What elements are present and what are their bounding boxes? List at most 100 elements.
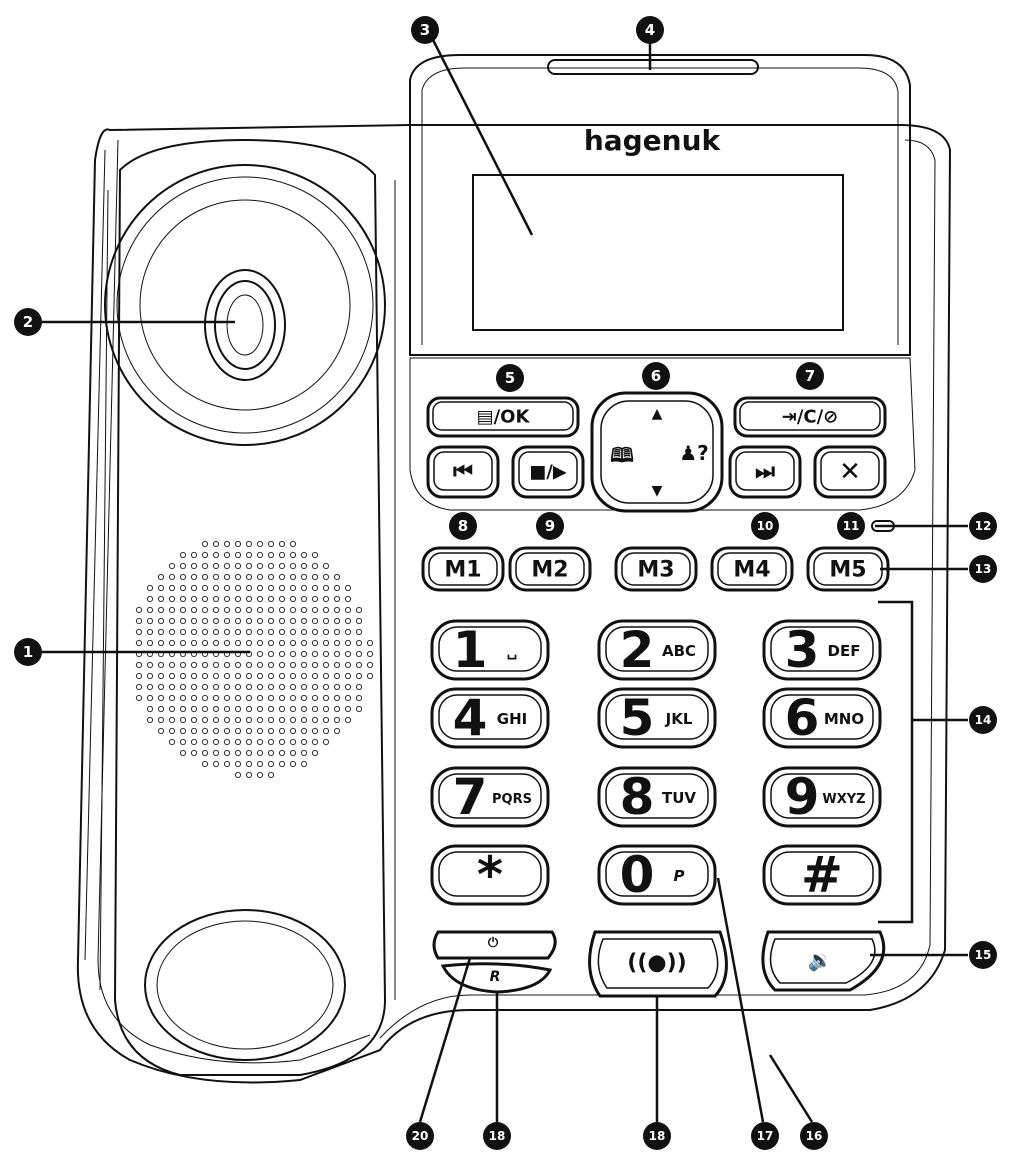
svg-text:12: 12 bbox=[975, 519, 992, 533]
svg-text:7: 7 bbox=[805, 367, 815, 385]
speakerphone-icon: 🔉 bbox=[808, 948, 833, 972]
key-letters: PQRS bbox=[492, 792, 532, 807]
nav-up-icon[interactable]: ▲ bbox=[652, 406, 663, 422]
nav-down-icon[interactable]: ▼ bbox=[652, 483, 663, 499]
memory-keys: M1 M2 M3 M4 M5 bbox=[421, 546, 890, 592]
svg-text:16: 16 bbox=[806, 1129, 823, 1143]
svg-text:6: 6 bbox=[651, 367, 661, 385]
lcd-screen bbox=[472, 174, 844, 331]
callout-9: 9 bbox=[536, 512, 564, 540]
r-recall-button[interactable]: R bbox=[440, 962, 553, 994]
svg-text:1: 1 bbox=[23, 643, 33, 661]
phone-body bbox=[76, 124, 952, 1084]
key-digit: 9 bbox=[785, 768, 820, 826]
callout-3: 3 bbox=[411, 16, 439, 44]
callout-5: 5 bbox=[496, 364, 524, 392]
svg-text:11: 11 bbox=[843, 519, 860, 533]
leader-lines bbox=[42, 29, 968, 1123]
key-letters: MNO bbox=[824, 710, 864, 728]
svg-text:4: 4 bbox=[645, 21, 655, 39]
speaker-grille bbox=[135, 540, 374, 779]
key-digit: 7 bbox=[453, 768, 488, 826]
memory-key-m1[interactable]: M1 bbox=[421, 546, 505, 592]
callout-15: 15 bbox=[969, 941, 997, 969]
memory-key-m5[interactable]: M5 bbox=[806, 546, 890, 592]
key-digit: 2 bbox=[620, 621, 655, 679]
ringer-button[interactable]: ((●)) bbox=[588, 930, 728, 998]
memory-key-label: M5 bbox=[829, 558, 866, 583]
callout-16: 16 bbox=[800, 1122, 828, 1150]
brand-logo: hagenuk bbox=[584, 124, 722, 157]
svg-text:2: 2 bbox=[23, 313, 33, 331]
key-digit: 5 bbox=[620, 689, 655, 747]
memory-key-m3[interactable]: M3 bbox=[614, 546, 698, 592]
callout-18a: 18 bbox=[483, 1122, 511, 1150]
callout-12: 12 bbox=[969, 512, 997, 540]
key-7[interactable]: 7 PQRS bbox=[430, 766, 550, 828]
svg-text:18: 18 bbox=[649, 1129, 666, 1143]
key-5[interactable]: 5 JKL bbox=[597, 687, 717, 749]
svg-text:14: 14 bbox=[975, 713, 992, 727]
key-star[interactable]: * bbox=[430, 844, 550, 906]
callout-1: 1 bbox=[14, 638, 42, 666]
power-button[interactable]: ⏻ bbox=[432, 930, 557, 960]
ok-button-label: ▤/OK bbox=[477, 407, 531, 428]
key-hash[interactable]: # bbox=[762, 844, 882, 906]
c-delete-button[interactable]: ⇥/C/⊘ bbox=[733, 396, 887, 438]
key-digit: # bbox=[801, 846, 843, 904]
callout-4: 4 bbox=[636, 16, 664, 44]
key-letters: DEF bbox=[828, 642, 861, 660]
svg-text:15: 15 bbox=[975, 948, 992, 962]
key-3[interactable]: 3 DEF bbox=[762, 619, 882, 681]
memory-key-label: M1 bbox=[444, 558, 481, 583]
key-1[interactable]: 1␣ bbox=[430, 619, 550, 681]
previous-icon: ⏮ bbox=[453, 460, 473, 485]
callout-17: 17 bbox=[751, 1122, 779, 1150]
memory-key-label: M2 bbox=[531, 558, 568, 583]
memory-key-label: M4 bbox=[733, 558, 770, 583]
phonebook-icon[interactable]: 🕮 bbox=[610, 443, 634, 467]
memory-key-m4[interactable]: M4 bbox=[710, 546, 794, 592]
caller-list-icon[interactable]: ♟? bbox=[679, 441, 709, 465]
speakerphone-button[interactable]: 🔉 bbox=[761, 930, 886, 992]
callout-14: 14 bbox=[969, 706, 997, 734]
play-stop-button[interactable]: ■/▶ bbox=[511, 445, 585, 499]
key-digit: 0 bbox=[620, 846, 655, 904]
svg-text:8: 8 bbox=[458, 517, 468, 535]
key-digit: 3 bbox=[785, 621, 820, 679]
key-digit: 6 bbox=[785, 689, 820, 747]
navigation-pad[interactable]: ▲ ▼ 🕮 ♟? bbox=[590, 391, 724, 513]
key-letters: P bbox=[674, 867, 685, 885]
power-icon: ⏻ bbox=[488, 936, 499, 951]
memory-key-m2[interactable]: M2 bbox=[508, 546, 592, 592]
key-letters: WXYZ bbox=[822, 792, 865, 807]
key-letters: ␣ bbox=[507, 642, 518, 660]
key-letters: JKL bbox=[665, 710, 693, 728]
key-2[interactable]: 2 ABC bbox=[597, 619, 717, 681]
key-letters: TUV bbox=[662, 789, 696, 807]
key-letters: GHI bbox=[497, 710, 527, 728]
ok-button[interactable]: ▤/OK bbox=[426, 396, 580, 438]
key-letters: ABC bbox=[662, 642, 696, 660]
callout-markers: 1 2 3 4 5 6 7 8 9 10 11 12 13 14 15 16 1… bbox=[14, 16, 997, 1150]
svg-text:20: 20 bbox=[412, 1129, 429, 1143]
control-panel: ▤/OK ⇥/C/⊘ ▲ ▼ 🕮 ♟? ⏮ ■/▶ bbox=[409, 357, 916, 513]
svg-text:10: 10 bbox=[757, 519, 774, 533]
next-button[interactable]: ⏭ bbox=[728, 445, 802, 499]
indicator-led-bar bbox=[547, 59, 759, 75]
svg-text:5: 5 bbox=[505, 369, 515, 387]
keypad-bracket bbox=[878, 600, 914, 924]
cancel-button[interactable]: ✕ bbox=[813, 445, 887, 499]
svg-text:13: 13 bbox=[975, 562, 992, 576]
cancel-icon: ✕ bbox=[839, 457, 861, 487]
callout-18b: 18 bbox=[643, 1122, 671, 1150]
previous-button[interactable]: ⏮ bbox=[426, 445, 500, 499]
callout-11: 11 bbox=[837, 512, 865, 540]
r-recall-label: R bbox=[490, 969, 501, 985]
